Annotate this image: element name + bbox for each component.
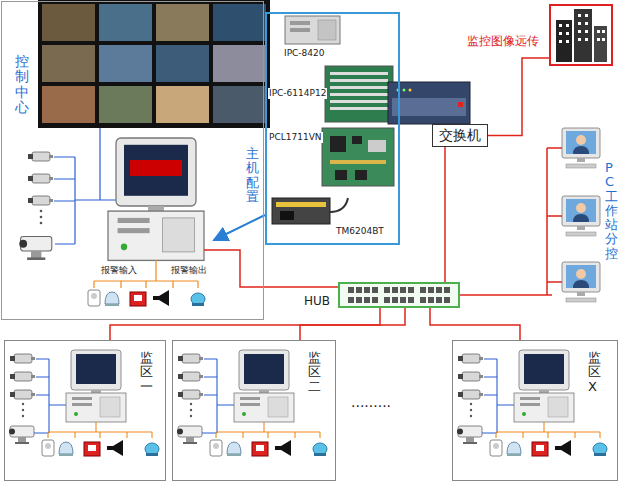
host-hardware — [214, 16, 394, 240]
network-cable — [460, 294, 552, 296]
remote-building-box: 监控图像远传 — [549, 4, 613, 66]
node-label: 监控图像远传 — [467, 34, 539, 48]
network-cable — [430, 308, 520, 340]
alarm-devices — [88, 290, 205, 306]
node-label: HUB — [304, 294, 330, 308]
workstation — [562, 128, 600, 168]
host-config-panel: 主机配置 — [265, 12, 400, 245]
zone-equipment — [177, 350, 327, 456]
building-icon — [556, 9, 607, 62]
camera — [28, 196, 53, 205]
node-label: 交换机 — [433, 125, 487, 146]
zone-equipment — [457, 350, 607, 456]
camera — [28, 174, 53, 183]
video-cable — [54, 128, 116, 244]
node-label: 监区X — [588, 351, 601, 394]
control-center-equipment — [19, 128, 263, 306]
ellipsis-dots: ········· — [350, 398, 392, 415]
host-computer — [108, 138, 204, 260]
ptz-camera — [19, 237, 52, 260]
network-cable — [264, 286, 338, 288]
zone-equipment — [9, 350, 159, 456]
model-label: IPC-6114P12 — [268, 88, 327, 99]
alarm-input-label: 报警输入 — [100, 265, 138, 276]
model-label: TM6204BT — [335, 226, 385, 237]
switch-label-box: 交换机 — [432, 124, 488, 147]
monitor-zone: 监区二 — [172, 340, 336, 481]
model-label: PCL1711VN — [268, 132, 323, 143]
network-cable — [300, 308, 405, 340]
switch-device — [388, 82, 470, 124]
node-label: 控制中心 — [15, 54, 29, 116]
network-cable — [488, 58, 549, 135]
workstation — [562, 196, 600, 236]
workstation-group: PC工作站分控 — [552, 120, 620, 310]
video-wall — [38, 0, 270, 128]
camera — [28, 152, 53, 161]
node-label: 监区一 — [140, 351, 153, 394]
network-cable — [110, 308, 380, 340]
hub-device: HUB — [338, 282, 460, 308]
workstations — [547, 128, 600, 302]
node-label: 主机配置 — [246, 147, 259, 204]
network-cable — [204, 250, 263, 287]
node-label: 监区二 — [308, 351, 321, 394]
node-label: PC工作站分控 — [605, 161, 618, 261]
monitor-zone: 监区一 — [4, 340, 166, 481]
workstation — [562, 262, 600, 302]
alarm-output-label: 报警输出 — [170, 265, 208, 276]
alarm-screen — [130, 160, 182, 176]
network-cable — [444, 147, 446, 282]
hub-ports — [339, 283, 459, 307]
model-label: IPC-8420 — [283, 48, 326, 59]
monitor-zone: 监区X — [452, 340, 618, 481]
